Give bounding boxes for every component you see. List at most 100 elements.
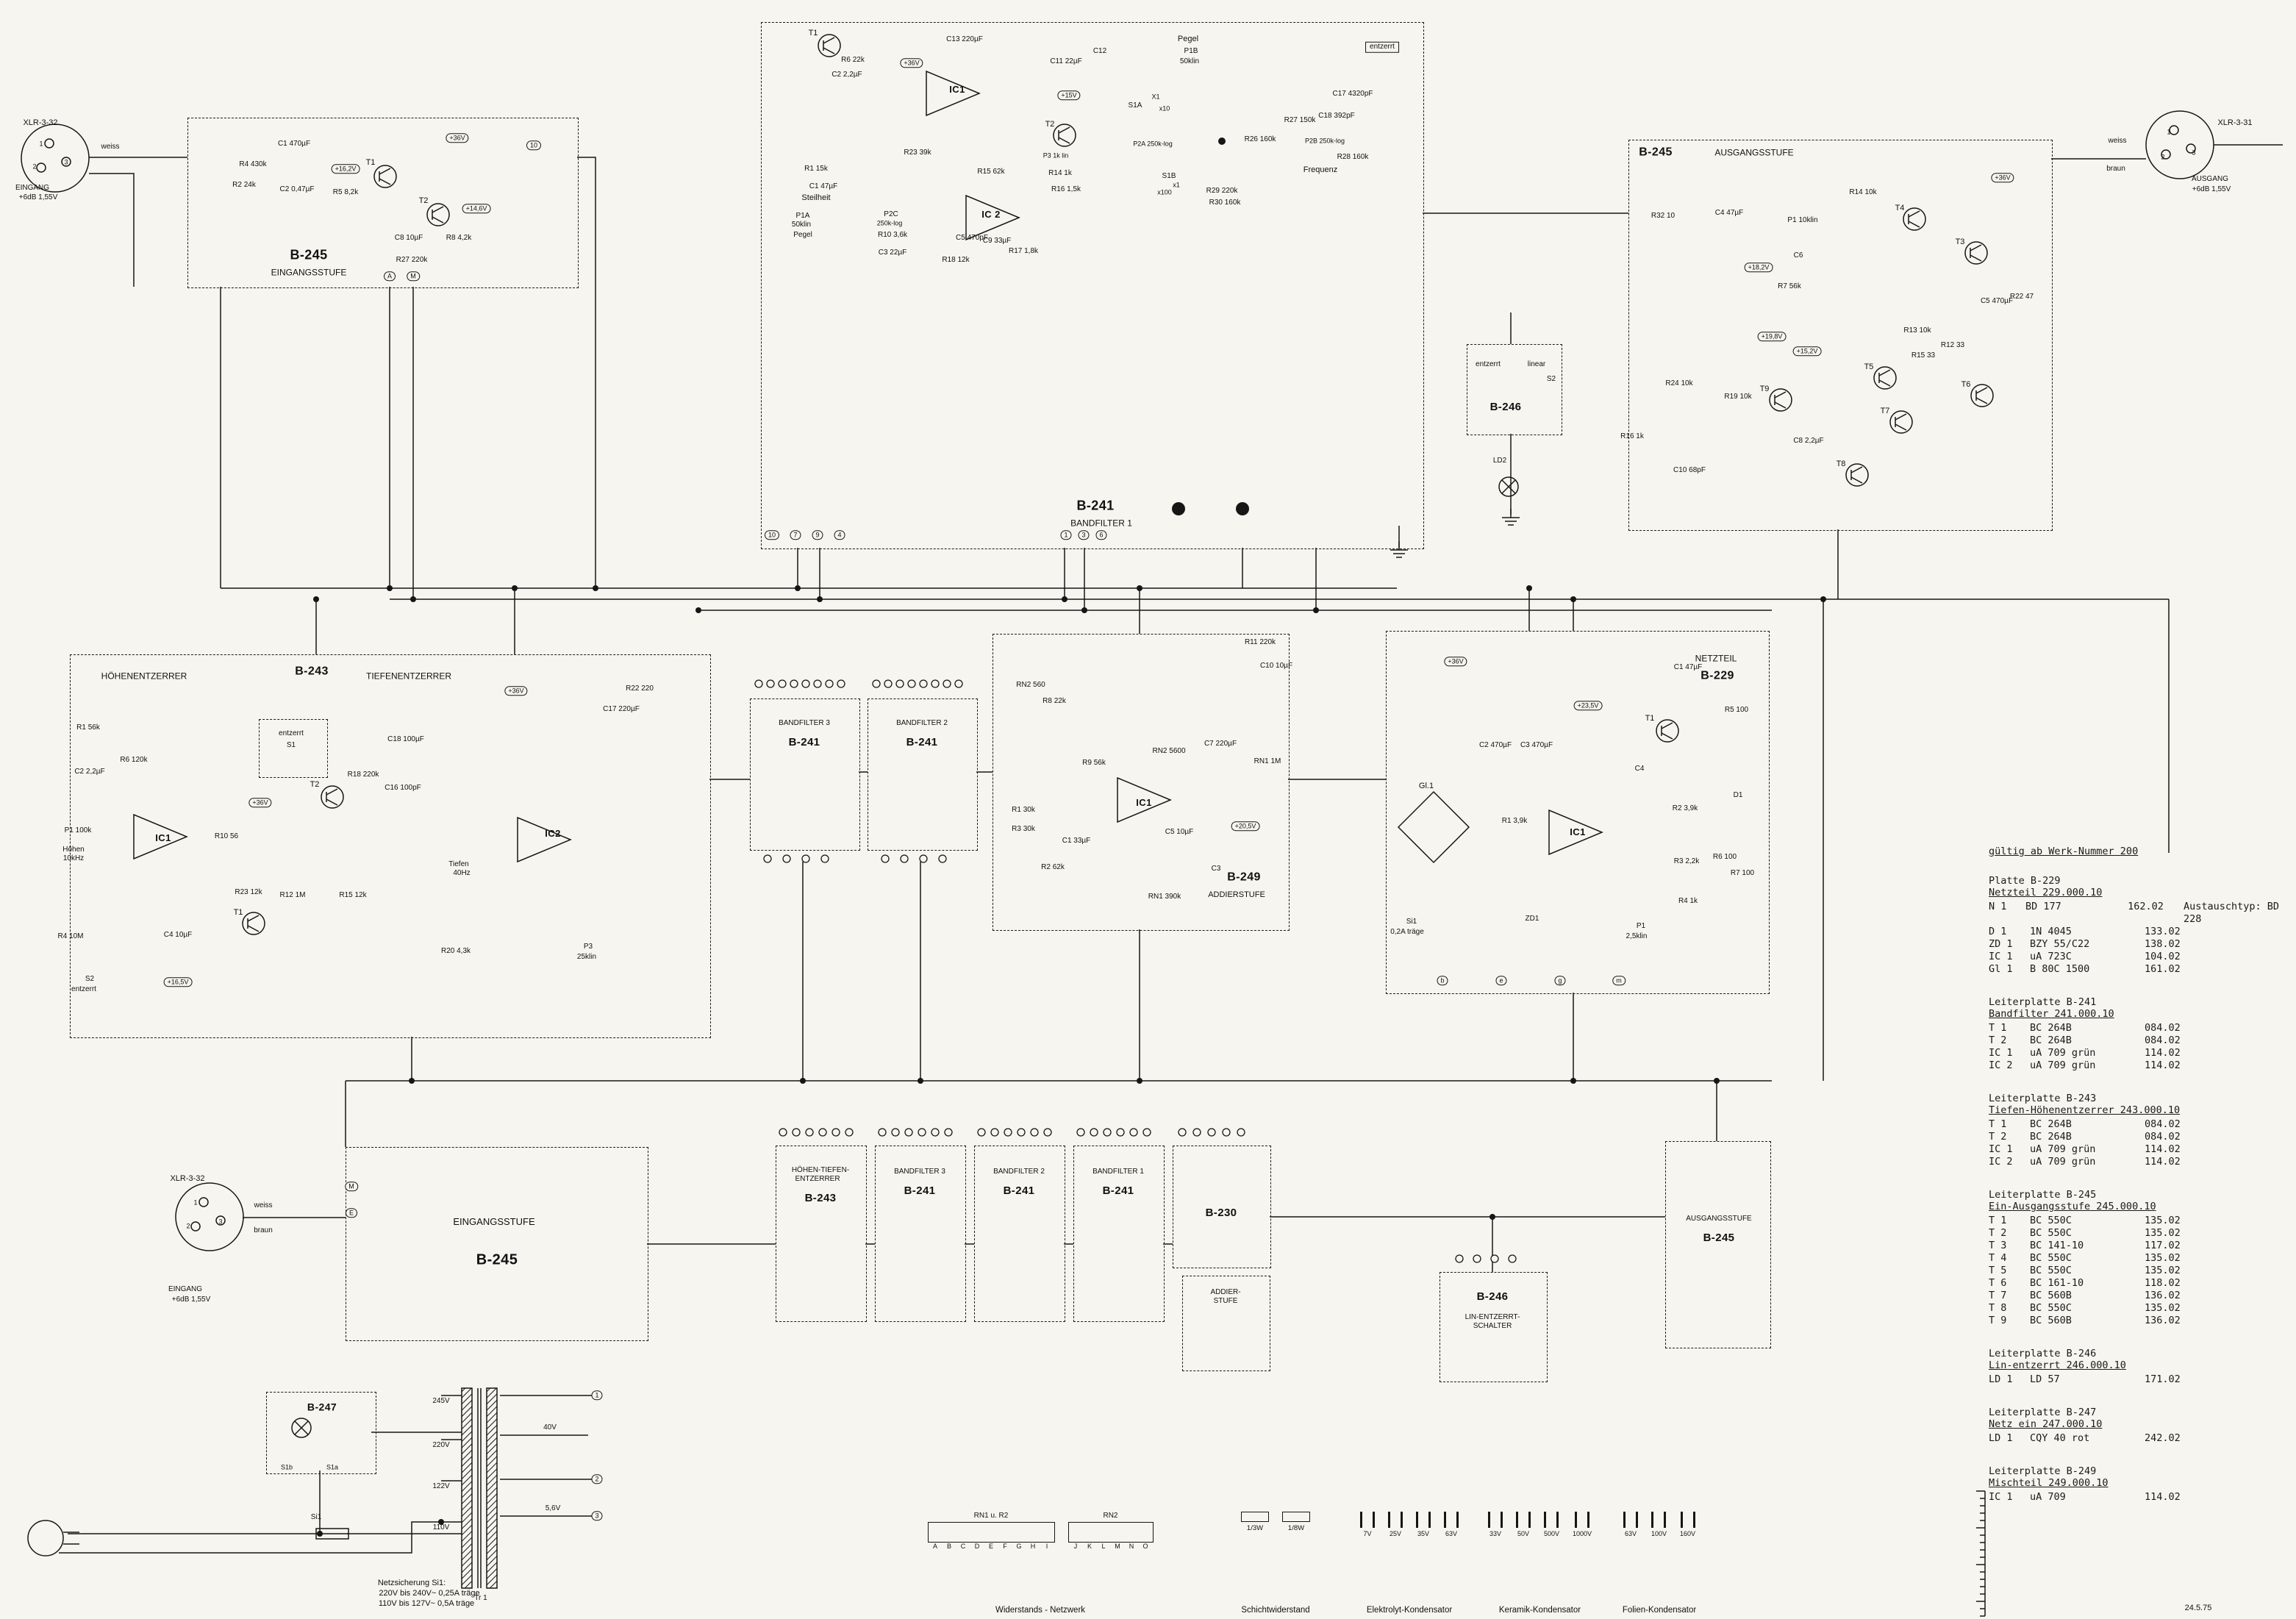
component-label: R2 24k — [232, 180, 256, 189]
parts-cell: T 1 — [1989, 1022, 2007, 1034]
pin-letter: H — [1030, 1543, 1036, 1550]
component-label: Tiefen — [448, 859, 469, 868]
component-label: P3 — [583, 942, 593, 951]
component-label: R29 220k — [1206, 186, 1238, 195]
capacitor-glyph — [1444, 1512, 1459, 1528]
module-title: B-241 — [788, 736, 820, 749]
terminal-label: 10 — [526, 140, 542, 151]
component-label: T9 — [1759, 385, 1770, 394]
parts-section-title: Leiterplatte B-246 — [1989, 1348, 2097, 1359]
parts-cell: IC 2 — [1989, 1059, 2013, 1071]
component-label: R18 220k — [347, 770, 379, 779]
component-label: entzerrt — [1365, 41, 1399, 53]
component-label: EINGANG — [15, 183, 50, 192]
parts-cell: 135.02 — [2145, 1265, 2181, 1276]
component-label: 25klin — [576, 952, 597, 961]
parts-cell — [2200, 1432, 2206, 1445]
transformer-symbol — [461, 1387, 498, 1589]
parts-cell: 114.02 — [2145, 1059, 2181, 1071]
component-label: 5,6V — [545, 1504, 561, 1512]
component-label: R23 12k — [235, 887, 262, 896]
parts-section-subtitle: Bandfilter 241.000.10 — [1989, 1008, 2114, 1020]
dip-body — [1067, 1522, 1154, 1543]
module-title: IC1 — [949, 84, 965, 96]
parts-cell: BC 264B — [2030, 1022, 2072, 1034]
component-label: 110V — [432, 1523, 450, 1532]
component-label: R6 120k — [120, 755, 148, 764]
component-label: R28 160k — [1337, 152, 1369, 161]
component-label: Si1 — [310, 1512, 322, 1521]
parts-cell: 135.02 — [2145, 1215, 2181, 1226]
pin-letter: G — [1016, 1543, 1022, 1550]
parts-cell: 161.02 — [2145, 963, 2181, 975]
parts-cell: IC 1 — [1989, 1143, 2013, 1155]
module-bandfilter1-block — [1073, 1146, 1165, 1322]
module-title: B-241 — [1003, 1184, 1035, 1198]
component-label: S2 — [1546, 374, 1556, 383]
component-label: R22 220 — [626, 684, 654, 693]
component-label: EINGANG — [168, 1284, 203, 1293]
component-label: 50klin — [1179, 57, 1200, 65]
component-label: +6dB 1,55V — [2192, 185, 2231, 193]
legend-label: 63V — [1624, 1530, 1637, 1537]
legend-caption: Folien-Kondensator — [1622, 1606, 1697, 1615]
parts-cell — [2200, 1156, 2206, 1168]
parts-cell: 104.02 — [2145, 951, 2181, 962]
component-label: R15 33 — [1911, 351, 1936, 360]
legend-label: RN2 — [1103, 1512, 1118, 1520]
parts-cell: T 3 — [1989, 1240, 2007, 1251]
component-label: P2B 250k-log — [1304, 137, 1345, 145]
terminal-label: g — [1554, 976, 1566, 986]
component-label: 110V bis 127V~ 0,5A träge — [378, 1599, 475, 1609]
parts-cell: T 4 — [1989, 1252, 2007, 1264]
component-label: P1 — [1636, 921, 1646, 930]
pin-letter: N — [1129, 1543, 1134, 1550]
component-label: R2 3,9k — [1672, 804, 1698, 812]
terminal-label: 6 — [1095, 530, 1107, 540]
component-label: T3 — [1955, 237, 1965, 247]
parts-section-subtitle: Tiefen-Höhenentzerrer 243.000.10 — [1989, 1104, 2181, 1116]
component-label: R6 22k — [841, 55, 865, 64]
module-b243-s1-inner — [259, 719, 328, 778]
pin-letter: E — [988, 1543, 993, 1550]
component-label: R3 2,2k — [1673, 857, 1700, 865]
legend-label: 25V — [1389, 1530, 1401, 1537]
parts-cell: N 1 — [1989, 901, 2007, 912]
terminal-row — [872, 679, 963, 688]
terminal-row — [763, 854, 829, 863]
parts-cell: uA 709 grün — [2030, 1156, 2096, 1168]
parts-section-title: Leiterplatte B-249 — [1989, 1465, 2097, 1477]
opamp-symbol — [1117, 776, 1172, 823]
component-label: R17 1,8k — [1008, 246, 1039, 255]
component-label: Netzsicherung Si1: — [377, 1579, 446, 1588]
module-title: B-241 — [1102, 1184, 1134, 1198]
component-label: ZD1 — [1525, 914, 1539, 923]
component-label: C2 2,2µF — [832, 70, 862, 79]
parts-cell — [2200, 1265, 2206, 1277]
component-label: AUSGANGSSTUFE — [1714, 147, 1794, 158]
parts-cell: T 9 — [1989, 1315, 2007, 1326]
capacitor-glyph — [1388, 1512, 1403, 1528]
module-b246-block — [1440, 1272, 1548, 1382]
module-title: IC2 — [545, 828, 561, 840]
parts-cell: 114.02 — [2145, 1491, 2181, 1503]
component-label: T1 — [233, 908, 243, 918]
capacitor-icon: 100V — [1651, 1512, 1667, 1537]
component-label: C4 47µF — [1714, 208, 1744, 217]
parts-cell: BC 141-10 — [2030, 1240, 2084, 1251]
parts-cell: T 2 — [1989, 1227, 2007, 1239]
component-label: R5 100 — [1724, 705, 1749, 714]
component-label: R7 100 — [1730, 868, 1755, 877]
parts-cell: T 1 — [1989, 1118, 2007, 1130]
component-label: C8 10µF — [394, 233, 423, 242]
component-label: 220V — [432, 1440, 450, 1449]
legend-caption: Widerstands - Netzwerk — [995, 1606, 1086, 1615]
